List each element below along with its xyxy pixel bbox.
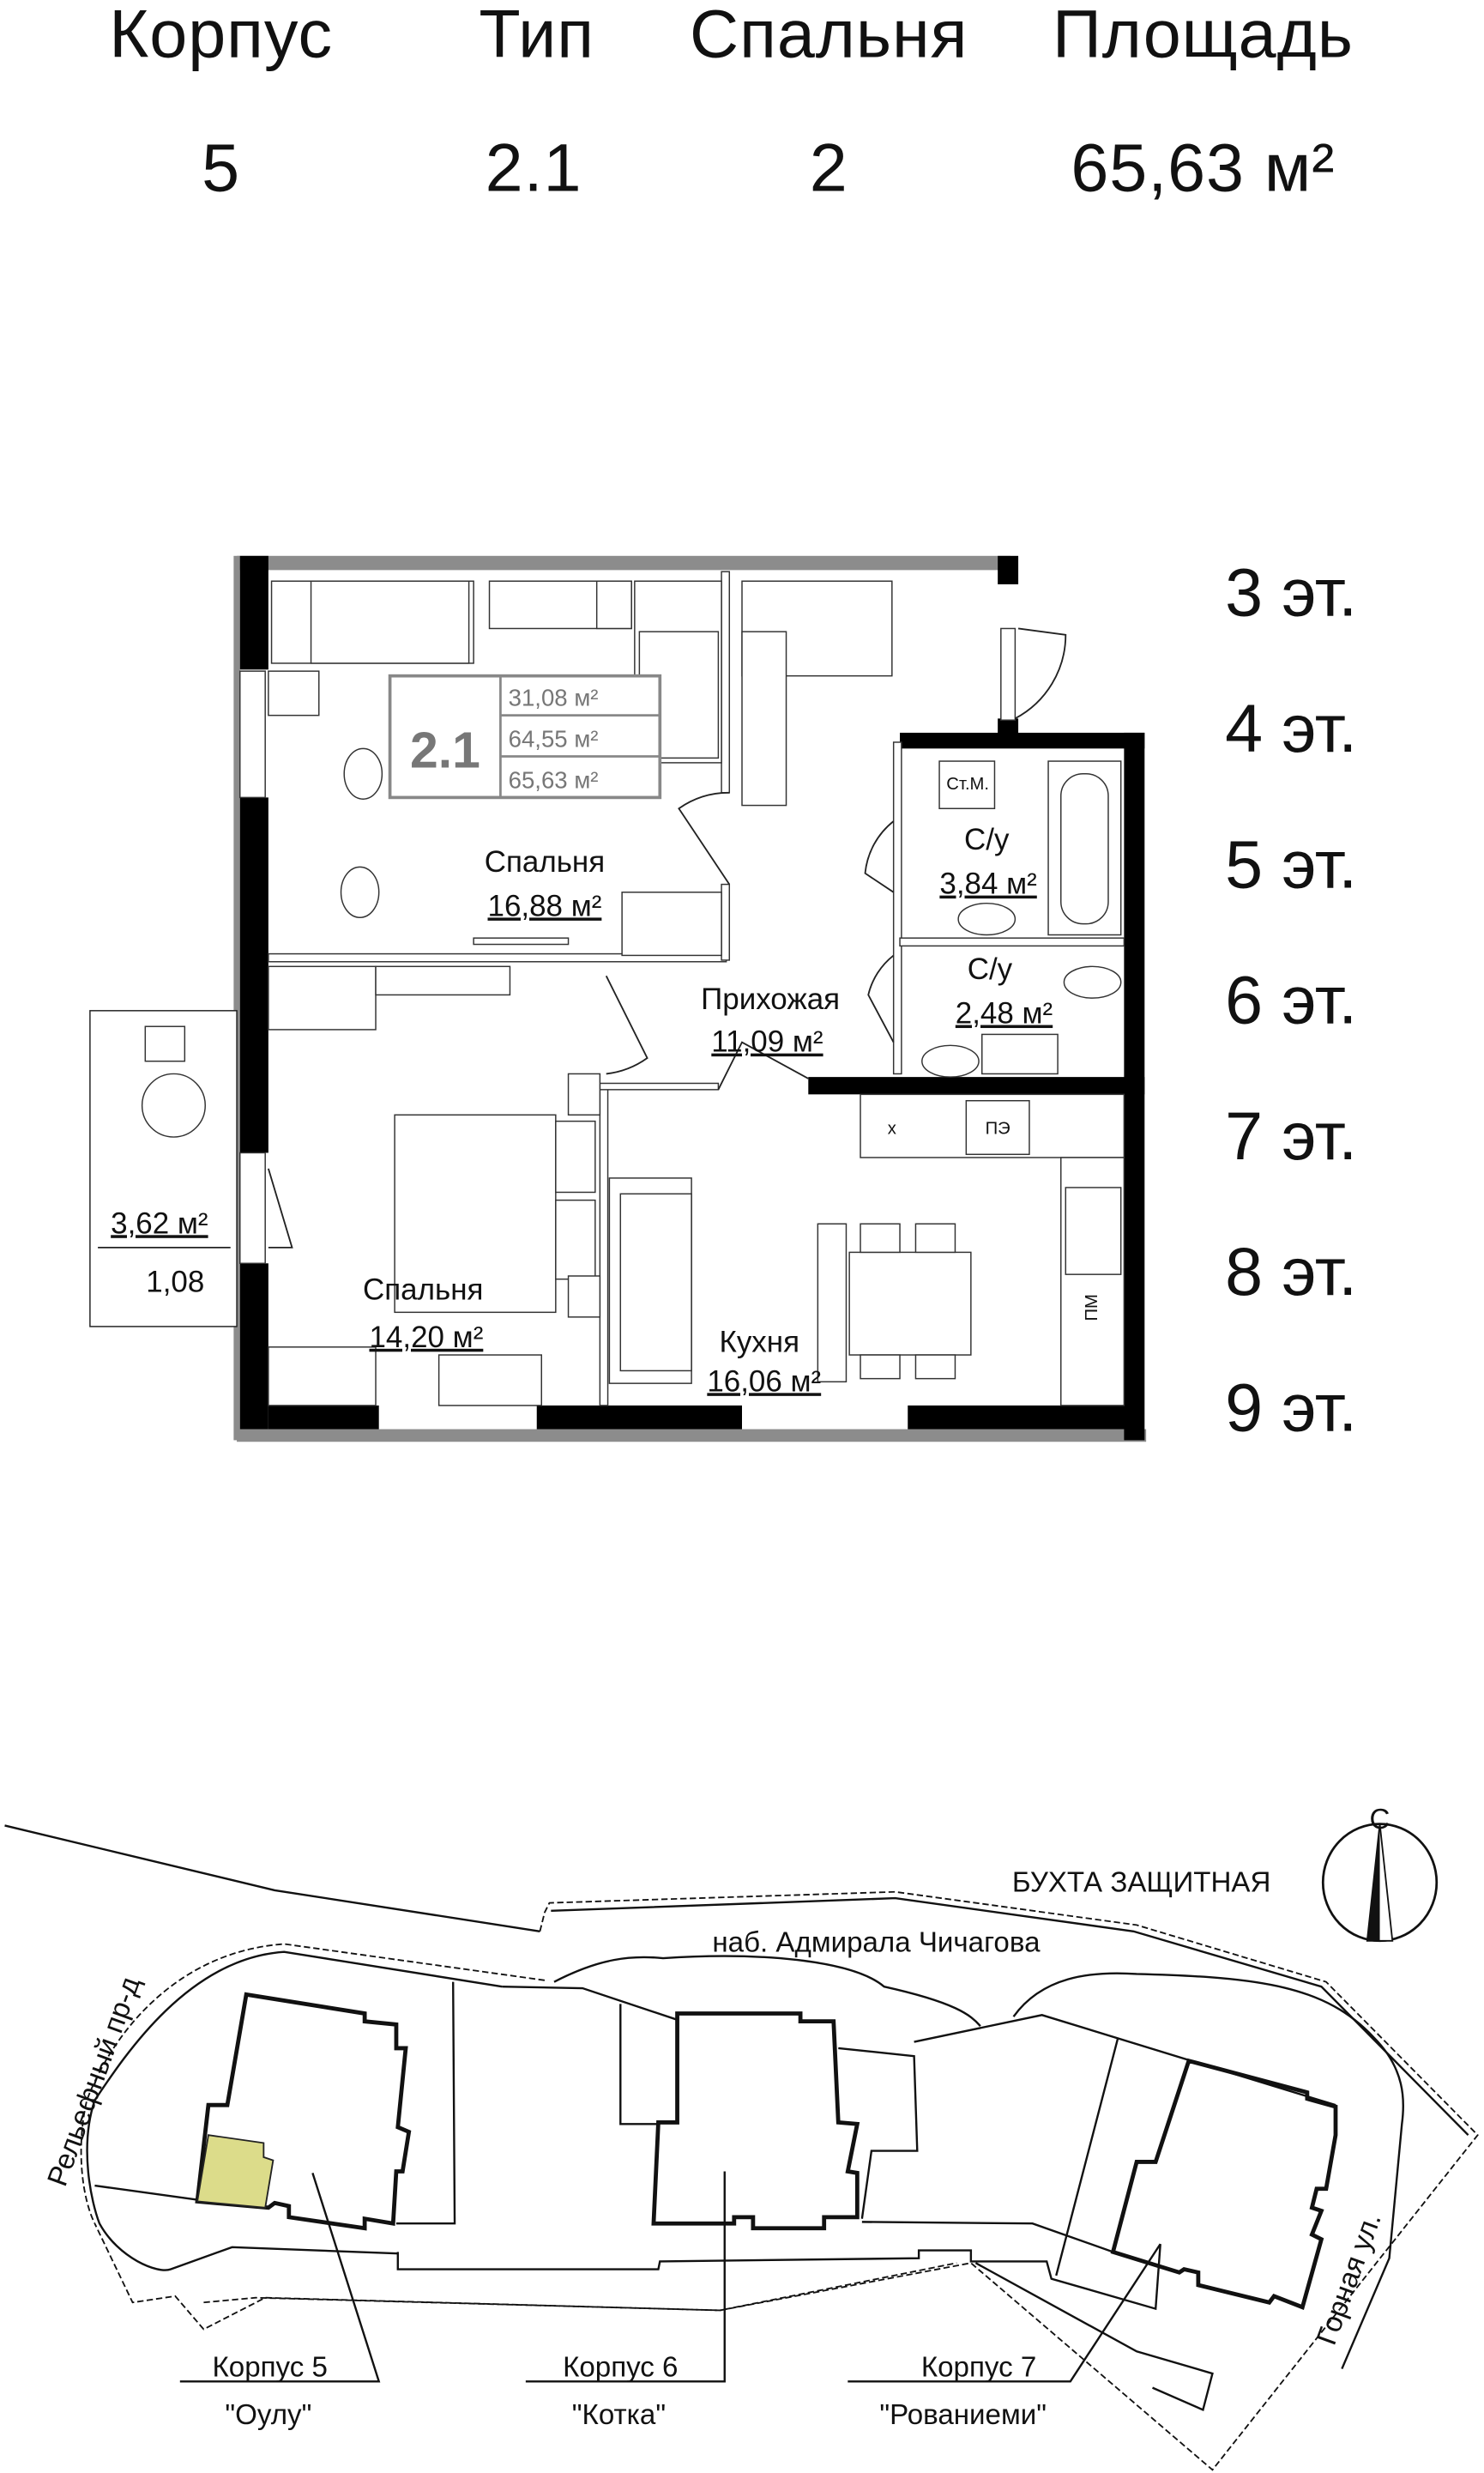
header-value-area: 65,63 м² <box>1071 130 1335 206</box>
building-name: "Оулу" <box>225 2399 311 2431</box>
building-name: "Рованиеми" <box>879 2399 1047 2431</box>
header-label-building: Корпус <box>109 0 333 71</box>
header-value-bedrooms: 2 <box>810 130 848 206</box>
site-plan: Корпус 5 "Оулу" Корпус 6 "Котка" Корпус … <box>4 1804 1479 2471</box>
building-label[interactable]: Корпус 6 <box>563 2352 678 2384</box>
balcony-coefficient: 1,08 <box>146 1265 204 1298</box>
floor-plan: 2.1 31,08 м² 64,55 м² 65,63 м² Ст.М. х П… <box>89 555 1147 1442</box>
header-label-type: Тип <box>479 0 594 71</box>
header-label-bedrooms: Спальня <box>690 0 968 71</box>
floor-item[interactable]: 6 эт. <box>1225 962 1357 1038</box>
room-area: 14,20 м² <box>369 1321 483 1354</box>
living-area-value: 31,08 м² <box>509 685 599 711</box>
room-name: Прихожая <box>701 983 840 1016</box>
floor-item[interactable]: 9 эт. <box>1225 1369 1357 1445</box>
room-area: 16,06 м² <box>707 1364 821 1398</box>
room-name: Спальня <box>485 845 605 879</box>
building-label[interactable]: Корпус 7 <box>921 2352 1036 2384</box>
apartment-type-label: 2.1 <box>410 723 480 778</box>
building-7-outline[interactable] <box>1110 2058 1338 2310</box>
header: Корпус Тип Спальня Площадь 5 2.1 2 65,63… <box>109 0 1354 206</box>
room-name: С/у <box>964 823 1010 856</box>
balcony-area: 3,62 м² <box>111 1206 208 1240</box>
floor-item[interactable]: 8 эт. <box>1225 1233 1357 1309</box>
embankment-label: наб. Адмирала Чичагова <box>712 1927 1041 1959</box>
room-name: С/у <box>968 952 1013 986</box>
header-label-area: Площадь <box>1053 0 1354 71</box>
washer-label: Ст.М. <box>946 775 989 794</box>
room-area: 11,09 м² <box>711 1025 823 1059</box>
building-label[interactable]: Корпус 5 <box>213 2352 328 2384</box>
street-right-label: Горная ул. <box>1311 2209 1388 2349</box>
header-value-building: 5 <box>202 130 240 206</box>
selected-apartment-highlight <box>196 2134 274 2209</box>
header-value-type: 2.1 <box>486 130 582 206</box>
floor-item[interactable]: 4 эт. <box>1225 690 1357 766</box>
stove-label: ПЭ <box>986 1119 1010 1138</box>
room-area: 2,48 м² <box>956 997 1053 1031</box>
apartment-info-box: 2.1 31,08 м² 64,55 м² 65,63 м² <box>388 674 662 800</box>
bay-label: БУХТА ЗАЩИТНАЯ <box>1012 1867 1271 1899</box>
floor-item[interactable]: 5 эт. <box>1225 825 1357 902</box>
floor-list: 3 эт. 4 эт. 5 эт. 6 эт. 7 эт. 8 эт. 9 эт… <box>1225 554 1357 1446</box>
room-name: Спальня <box>363 1273 483 1307</box>
room-area: 16,88 м² <box>488 889 602 922</box>
floor-item[interactable]: 7 эт. <box>1225 1097 1357 1174</box>
fridge-label: х <box>888 1119 896 1138</box>
compass: С <box>1321 1804 1439 1943</box>
compass-north-label: С <box>1370 1804 1390 1835</box>
total-area-with-balcony-value: 65,63 м² <box>509 766 599 793</box>
building-6-outline[interactable] <box>651 2011 860 2231</box>
room-labels: Спальня 16,88 м² С/у 3,84 м² С/у 2,48 м²… <box>111 823 1053 1398</box>
dishwasher-label: ПМ <box>1083 1294 1101 1321</box>
total-area-value: 64,55 м² <box>509 725 599 752</box>
building-name: "Котка" <box>572 2399 666 2431</box>
floor-item[interactable]: 3 эт. <box>1225 554 1357 631</box>
room-name: Кухня <box>719 1325 799 1358</box>
room-area: 3,84 м² <box>939 868 1036 901</box>
street-left-label: Рельефный пр-д <box>41 1973 147 2191</box>
